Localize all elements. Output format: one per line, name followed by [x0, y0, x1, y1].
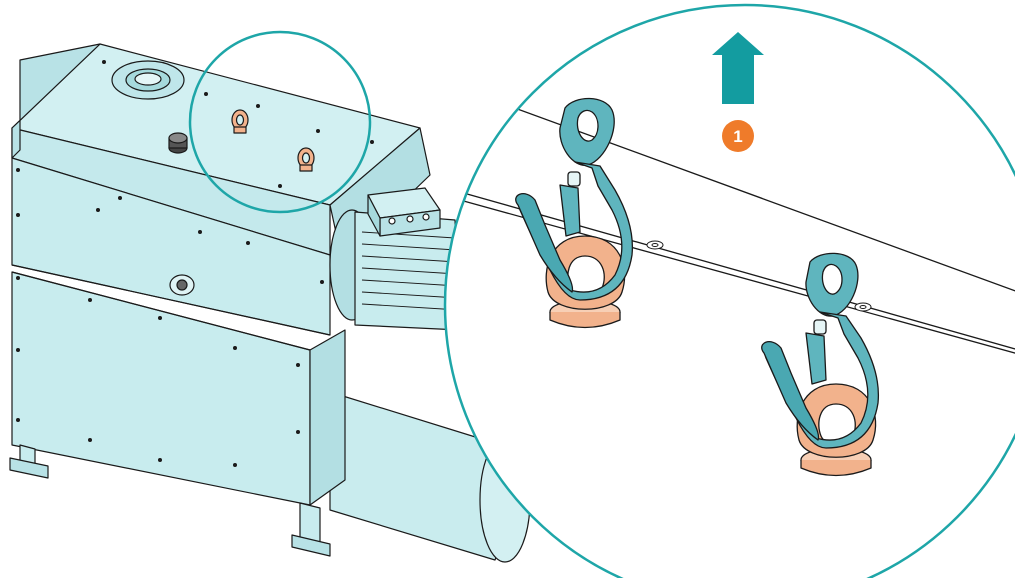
electric-motor — [329, 187, 461, 331]
machine — [9, 43, 531, 563]
step-badge: 1 — [722, 120, 754, 152]
housing-left — [11, 43, 101, 159]
lifting-hook-icon — [761, 252, 880, 477]
arrow-up-icon — [712, 32, 764, 104]
fastener — [646, 240, 872, 312]
lifting-hook-icon — [515, 97, 634, 329]
panel-rivets — [16, 60, 374, 467]
step-number: 1 — [733, 127, 742, 146]
eyebolt-icon — [231, 109, 249, 134]
zoom-callout-circle — [443, 3, 1015, 578]
detail-marker-circle — [188, 30, 372, 214]
eyebolt-icon — [297, 147, 315, 172]
zoom-detail: 1 — [445, 5, 1015, 578]
